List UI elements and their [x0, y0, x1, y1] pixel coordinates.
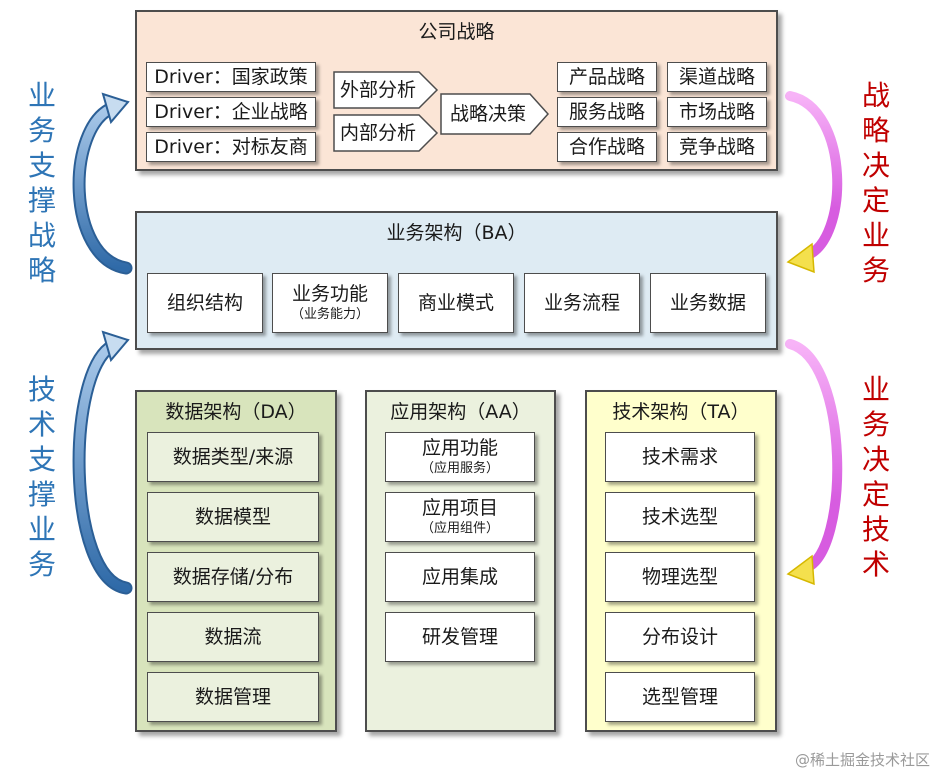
- ba-panel: 业务架构（BA） 组织结构 业务功能（业务能力） 商业模式 业务流程 业务数据: [135, 211, 778, 350]
- analysis-chevrons: [333, 71, 439, 152]
- label-tech-supports-business: 技术支撑业务: [27, 373, 56, 581]
- channel-strategy: 渠道战略: [667, 62, 767, 92]
- ta-item-distribution-design: 分布设计: [605, 612, 755, 662]
- da-item-data-management: 数据管理: [147, 672, 319, 722]
- aa-title: 应用架构（AA）: [390, 401, 531, 423]
- da-item-data-storage: 数据存储/分布: [147, 552, 319, 602]
- watermark: @稀土掘金技术社区: [794, 751, 930, 769]
- aa-item-app-integration: 应用集成: [385, 552, 535, 602]
- strategy-title: 公司战略: [418, 21, 495, 43]
- da-item-data-type-source: 数据类型/来源: [147, 432, 319, 482]
- aa-item-rd-management: 研发管理: [385, 612, 535, 662]
- ba-item-organization: 组织结构: [147, 273, 263, 333]
- ta-item-tech-requirements: 技术需求: [605, 432, 755, 482]
- ta-title: 技术架构（TA）: [612, 401, 750, 423]
- strategy-panel: 公司战略 Driver：国家政策 Driver：企业战略 Driver：对标友商…: [135, 10, 778, 171]
- label-business-decides-tech: 业务决定技术: [861, 373, 890, 581]
- ba-item-business-function: 业务功能（业务能力）: [272, 273, 388, 333]
- arrow-strategy-decides-business: [785, 91, 843, 274]
- external-analysis-label: 外部分析: [339, 79, 416, 101]
- ba-item-business-process: 业务流程: [524, 273, 640, 333]
- arrow-business-supports-strategy: [72, 92, 133, 275]
- competition-strategy: 竞争战略: [667, 132, 767, 162]
- driver-national-policy: Driver：国家政策: [146, 62, 316, 92]
- da-title: 数据架构（DA）: [165, 401, 307, 423]
- aa-panel: 应用架构（AA） 应用功能（应用服务） 应用项目（应用组件） 应用集成 研发管理: [365, 390, 556, 732]
- da-panel: 数据架构（DA） 数据类型/来源 数据模型 数据存储/分布 数据流 数据管理: [135, 390, 337, 732]
- aa-item-app-function: 应用功能（应用服务）: [385, 432, 535, 482]
- da-item-data-model: 数据模型: [147, 492, 319, 542]
- ba-title: 业务架构（BA）: [386, 222, 527, 244]
- arrow-tech-supports-business: [72, 330, 133, 595]
- decision-chevron: [440, 93, 550, 135]
- driver-enterprise-strategy: Driver：企业战略: [146, 97, 316, 127]
- ta-item-selection-management: 选型管理: [605, 672, 755, 722]
- arrow-business-decides-tech: [785, 339, 843, 586]
- aa-item-app-project: 应用项目（应用组件）: [385, 492, 535, 542]
- ba-item-business-model: 商业模式: [398, 273, 514, 333]
- da-item-data-flow: 数据流: [147, 612, 319, 662]
- internal-analysis-label: 内部分析: [339, 122, 416, 144]
- ba-item-business-data: 业务数据: [650, 273, 766, 333]
- service-strategy: 服务战略: [557, 97, 657, 127]
- ta-panel: 技术架构（TA） 技术需求 技术选型 物理选型 分布设计 选型管理: [585, 390, 777, 732]
- label-business-supports-strategy: 业务支撑战略: [27, 79, 56, 287]
- market-strategy: 市场战略: [667, 97, 767, 127]
- partnership-strategy: 合作战略: [557, 132, 657, 162]
- product-strategy: 产品战略: [557, 62, 657, 92]
- ta-item-tech-selection: 技术选型: [605, 492, 755, 542]
- strategy-decision-label: 战略决策: [449, 103, 526, 125]
- driver-benchmark-competitors: Driver：对标友商: [146, 132, 316, 162]
- label-strategy-decides-business: 战略决定业务: [861, 79, 890, 287]
- ta-item-physical-selection: 物理选型: [605, 552, 755, 602]
